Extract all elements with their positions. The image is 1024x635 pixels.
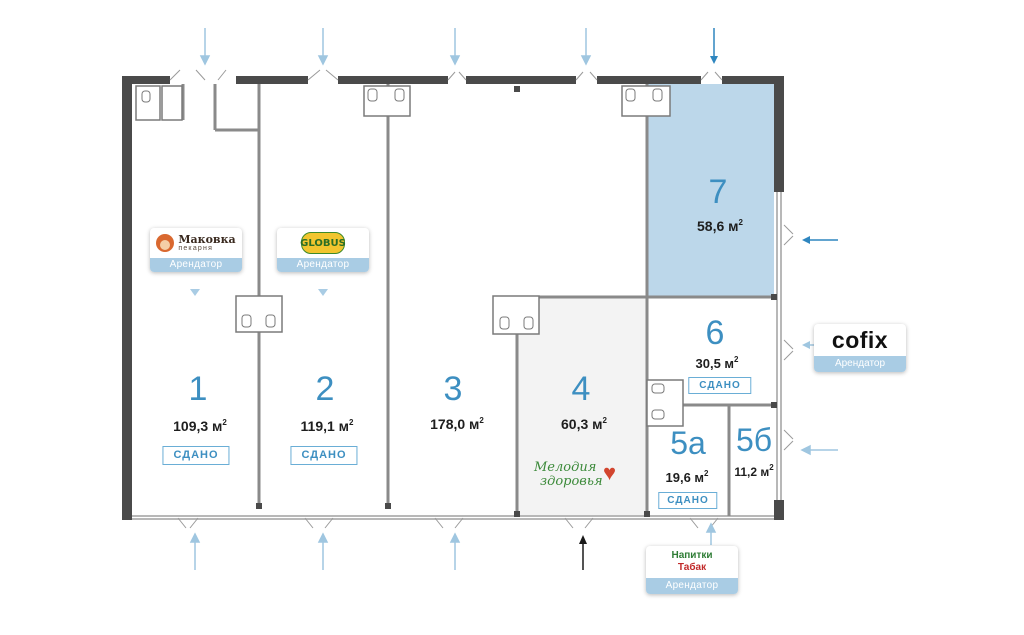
unit-7-area: 58,6 м2	[697, 218, 743, 234]
makovka-logo: Маковка пекарня	[150, 228, 242, 258]
unit-2-number: 2	[315, 370, 335, 408]
cofix-logo: cofix	[831, 327, 889, 353]
toilet-fixtures	[141, 88, 665, 420]
unit-6-status-badge: СДАНО	[688, 377, 752, 394]
melodia-line2: здоровья	[540, 474, 603, 489]
tenant-label: Арендатор	[277, 258, 369, 272]
unit-5a-number: 5а	[670, 425, 706, 461]
unit-7-number: 7	[708, 173, 728, 211]
unit-1-area: 109,3 м2	[173, 418, 227, 434]
tenant-label: Арендатор	[814, 356, 906, 372]
unit-4-number: 4	[571, 370, 591, 408]
unit-2-status-badge: СДАНО	[290, 446, 358, 465]
melodia-logo: Мелодия здоровья	[534, 461, 603, 489]
napitki-line2: Табак	[677, 562, 707, 573]
unit-6-number: 6	[705, 314, 725, 352]
unit-3-number: 3	[443, 370, 463, 408]
unit-5b-area: 11,2 м2	[734, 463, 774, 479]
entry-arrows	[189, 28, 838, 570]
tenant-card-napitki: Напитки Табак Арендатор	[646, 546, 738, 594]
tenant-pointers	[190, 289, 328, 296]
napitki-line1: Напитки	[671, 550, 713, 561]
partition-caps	[256, 86, 777, 517]
makovka-name: Маковка	[178, 233, 236, 246]
tenant-card-globus: GLOBUS Арендатор	[277, 228, 369, 272]
wc-blocks	[135, 85, 684, 427]
makovka-face-icon	[156, 234, 175, 252]
exterior-walls	[122, 76, 784, 520]
glazing	[132, 192, 782, 520]
doors	[169, 69, 794, 529]
napitki-logo: Напитки Табак	[646, 546, 738, 578]
unit-6-area: 30,5 м2	[695, 355, 739, 371]
unit-4-area: 60,3 м2	[561, 416, 607, 432]
unit-5a-area: 19,6 м2	[665, 469, 709, 485]
tenant-card-makovka: Маковка пекарня Арендатор	[150, 228, 242, 272]
unit-5b-number: 5б	[735, 422, 773, 458]
unit-7-highlight	[647, 84, 774, 297]
melodia-line1: Мелодия	[534, 460, 597, 475]
unit-1-number: 1	[188, 370, 208, 408]
unit-2-area: 119,1 м2	[300, 418, 354, 434]
globus-logo: GLOBUS	[277, 228, 369, 258]
unit-3-area: 178,0 м2	[430, 416, 484, 432]
globus-name: GLOBUS	[300, 232, 346, 254]
tenant-label: Арендатор	[150, 258, 242, 272]
makovka-sub: пекарня	[178, 245, 214, 252]
unit-1-status-badge: СДАНО	[162, 446, 230, 465]
heart-icon: ♥	[603, 460, 617, 485]
tenant-label: Арендатор	[646, 578, 738, 594]
tenant-card-cofix: cofix Арендатор	[814, 324, 906, 372]
unit-5a-status-badge: СДАНО	[658, 492, 718, 509]
